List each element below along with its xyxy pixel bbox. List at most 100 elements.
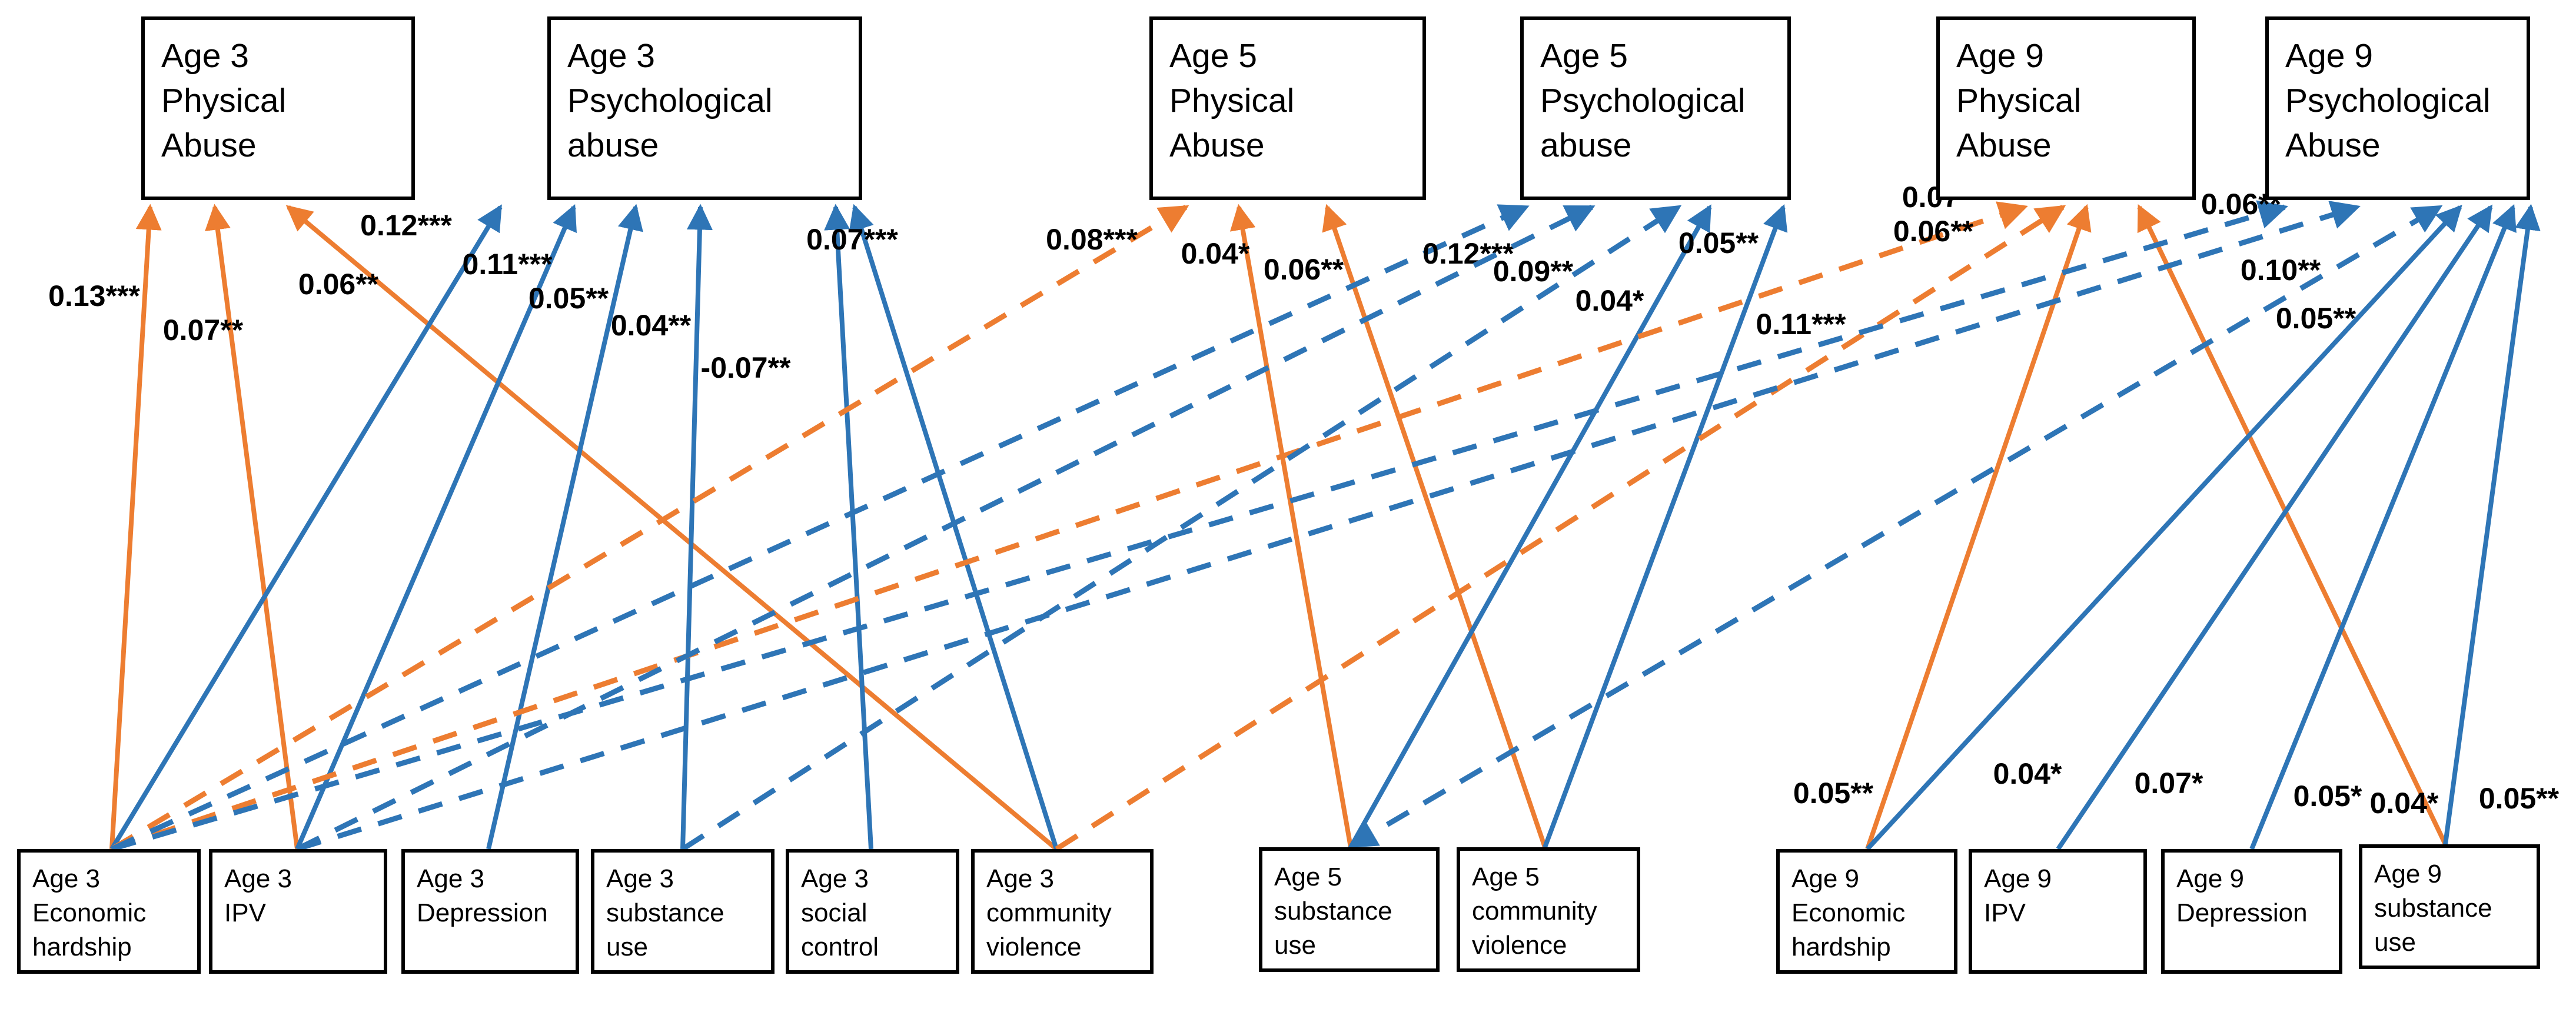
box-line: Psychological	[1540, 81, 1746, 119]
box-line: violence	[1472, 931, 1567, 960]
box-line: Abuse	[1169, 126, 1265, 164]
coefficient-label-econ9-to-phys9: 0.05**	[1793, 777, 1874, 810]
box-age5-community-violence: Age 5 community violence	[1457, 847, 1640, 972]
box-age9-substance-use: Age 9 substance use	[2359, 844, 2540, 969]
box-line: Abuse	[2285, 126, 2381, 164]
box-line: community	[1472, 897, 1597, 926]
coefficient-label-econ9-to-psych9: 0.04*	[1993, 757, 2062, 790]
box-line: substance	[606, 898, 724, 928]
coefficient-label-sub5-to-phys5: 0.04*	[1181, 237, 1250, 270]
coefficient-label-sub3-to-psych3: 0.04**	[611, 309, 692, 342]
box-line: Age 5	[1169, 37, 1257, 75]
coefficient-label-cv5-to-phys5: 0.06**	[1264, 253, 1344, 286]
box-age3-social-control: Age 3 social control	[786, 849, 959, 974]
box-line: Abuse	[1956, 126, 2052, 164]
edge-sub9-to-psych9-solid	[2443, 204, 2541, 845]
coefficient-label-sub3-to-psych5: 0.04*	[1575, 284, 1644, 317]
coefficient-label-sub9-to-phys9: 0.04*	[2370, 787, 2439, 820]
box-line: Psychological	[567, 81, 773, 119]
box-line: IPV	[1984, 898, 2026, 928]
box-line: Psychological	[2285, 81, 2491, 119]
coefficient-label-econ3-to-psych3: 0.12***	[360, 209, 452, 242]
box-line: substance	[2374, 894, 2492, 923]
box-age3-psychological-abuse: Age 3 Psychological abuse	[547, 16, 862, 200]
box-line: Age 9	[1956, 37, 2044, 75]
edge-soc3-to-psych3-solid	[824, 204, 873, 850]
box-line: community	[986, 898, 1112, 928]
box-line: Age 3	[32, 864, 100, 893]
box-age9-ipv: Age 9 IPV	[1969, 849, 2147, 974]
box-line: use	[2374, 928, 2416, 957]
box-line: Age 3	[801, 864, 869, 893]
box-line: control	[801, 933, 879, 962]
edge-dep3-to-psych3-solid	[486, 204, 643, 850]
coefficient-label-econ3-to-phys3: 0.13***	[48, 279, 140, 312]
box-age5-physical-abuse: Age 5 Physical Abuse	[1149, 16, 1426, 200]
box-line: Economic	[1791, 898, 1906, 928]
box-age3-substance-use: Age 3 substance use	[591, 849, 775, 974]
box-line: Age 9	[2176, 864, 2244, 893]
box-line: hardship	[1791, 933, 1891, 962]
box-age3-ipv: Age 3 IPV	[209, 849, 387, 974]
box-line: Depression	[417, 898, 548, 928]
box-age3-depression: Age 3 Depression	[401, 849, 579, 974]
edge-econ3-to-psych5-dashed	[111, 204, 1530, 852]
box-line: hardship	[32, 933, 132, 962]
edge-ipv3-to-phys3-solid	[205, 204, 300, 850]
box-age9-economic-hardship: Age 9 Economic hardship	[1776, 849, 1957, 974]
edge-econ3-to-phys9-dashed	[111, 201, 2028, 852]
box-age5-psychological-abuse: Age 5 Psychological abuse	[1520, 16, 1791, 200]
coefficient-label-cv3-to-psych3: 0.07***	[806, 223, 898, 256]
box-line: Age 5	[1472, 863, 1540, 891]
box-line: Physical	[1956, 81, 2082, 119]
edge-econ3-to-phys3-solid	[109, 204, 162, 850]
coefficient-label-soc3-to-psych3: -0.07**	[701, 351, 791, 384]
coefficient-label-sub9-to-psych9: 0.05**	[2479, 782, 2560, 815]
coefficient-label-econ3-to-phys5: 0.08***	[1046, 223, 1138, 256]
box-line: Abuse	[161, 126, 257, 164]
box-age9-physical-abuse: Age 9 Physical Abuse	[1936, 16, 2196, 200]
coefficient-label-sub5-to-psych5: 0.05**	[1678, 227, 1759, 259]
coefficient-label-cv3-to-phys9: 0.06**	[1893, 215, 1974, 248]
box-line: Age 3	[224, 864, 292, 893]
box-age9-psychological-abuse: Age 9 Psychological Abuse	[2265, 16, 2530, 200]
box-age9-depression: Age 9 Depression	[2161, 849, 2342, 974]
box-age5-substance-use: Age 5 substance use	[1259, 847, 1440, 972]
coefficient-label-ipv9-to-psych9: 0.07*	[2135, 767, 2203, 800]
edge-cv3-to-phys3-solid	[285, 205, 1058, 851]
coefficient-label-cv3-to-phys3: 0.06**	[298, 268, 379, 301]
box-line: Age 9	[1791, 864, 1859, 893]
coefficient-label-ipv3-to-psych5: 0.09**	[1493, 255, 1574, 288]
box-line: substance	[1274, 897, 1392, 926]
box-line: Physical	[161, 81, 287, 119]
box-line: Age 3	[606, 864, 674, 893]
box-line: use	[1274, 931, 1316, 960]
box-line: Age 3	[417, 864, 484, 893]
coefficient-label-ipv3-to-phys3: 0.07**	[163, 314, 244, 347]
box-age3-economic-hardship: Age 3 Economic hardship	[17, 849, 201, 974]
box-line: Age 3	[161, 37, 249, 75]
edge-sub5-to-psych5-solid	[1348, 204, 1712, 848]
coefficient-label-cv5-to-psych5: 0.11***	[1756, 308, 1846, 341]
edge-cv3-to-phys9-dashed	[1055, 205, 2066, 851]
box-line: Age 9	[1984, 864, 2052, 893]
box-line: Age 9	[2374, 860, 2442, 888]
box-line: Age 5	[1540, 37, 1628, 75]
box-line: abuse	[1540, 126, 1632, 164]
coefficient-label-sub5-to-psych9: 0.05**	[2276, 302, 2356, 335]
coefficient-label-ipv3-to-psych3: 0.11***	[463, 248, 553, 281]
edge-econ3-to-psych3-solid	[109, 204, 503, 851]
box-line: Age 9	[2285, 37, 2373, 75]
box-line: abuse	[567, 126, 659, 164]
box-line: Physical	[1169, 81, 1295, 119]
edge-sub5-to-phys5-solid	[1229, 204, 1353, 848]
edge-cv3-to-psych3-solid	[849, 204, 1059, 850]
box-line: Age 3	[986, 864, 1054, 893]
coefficient-label-dep9-to-psych9: 0.05*	[2294, 780, 2362, 813]
coefficient-label-dep3-to-psych3: 0.05**	[529, 282, 609, 315]
box-line: Depression	[2176, 898, 2308, 928]
box-line: violence	[986, 933, 1082, 962]
box-line: IPV	[224, 898, 266, 928]
